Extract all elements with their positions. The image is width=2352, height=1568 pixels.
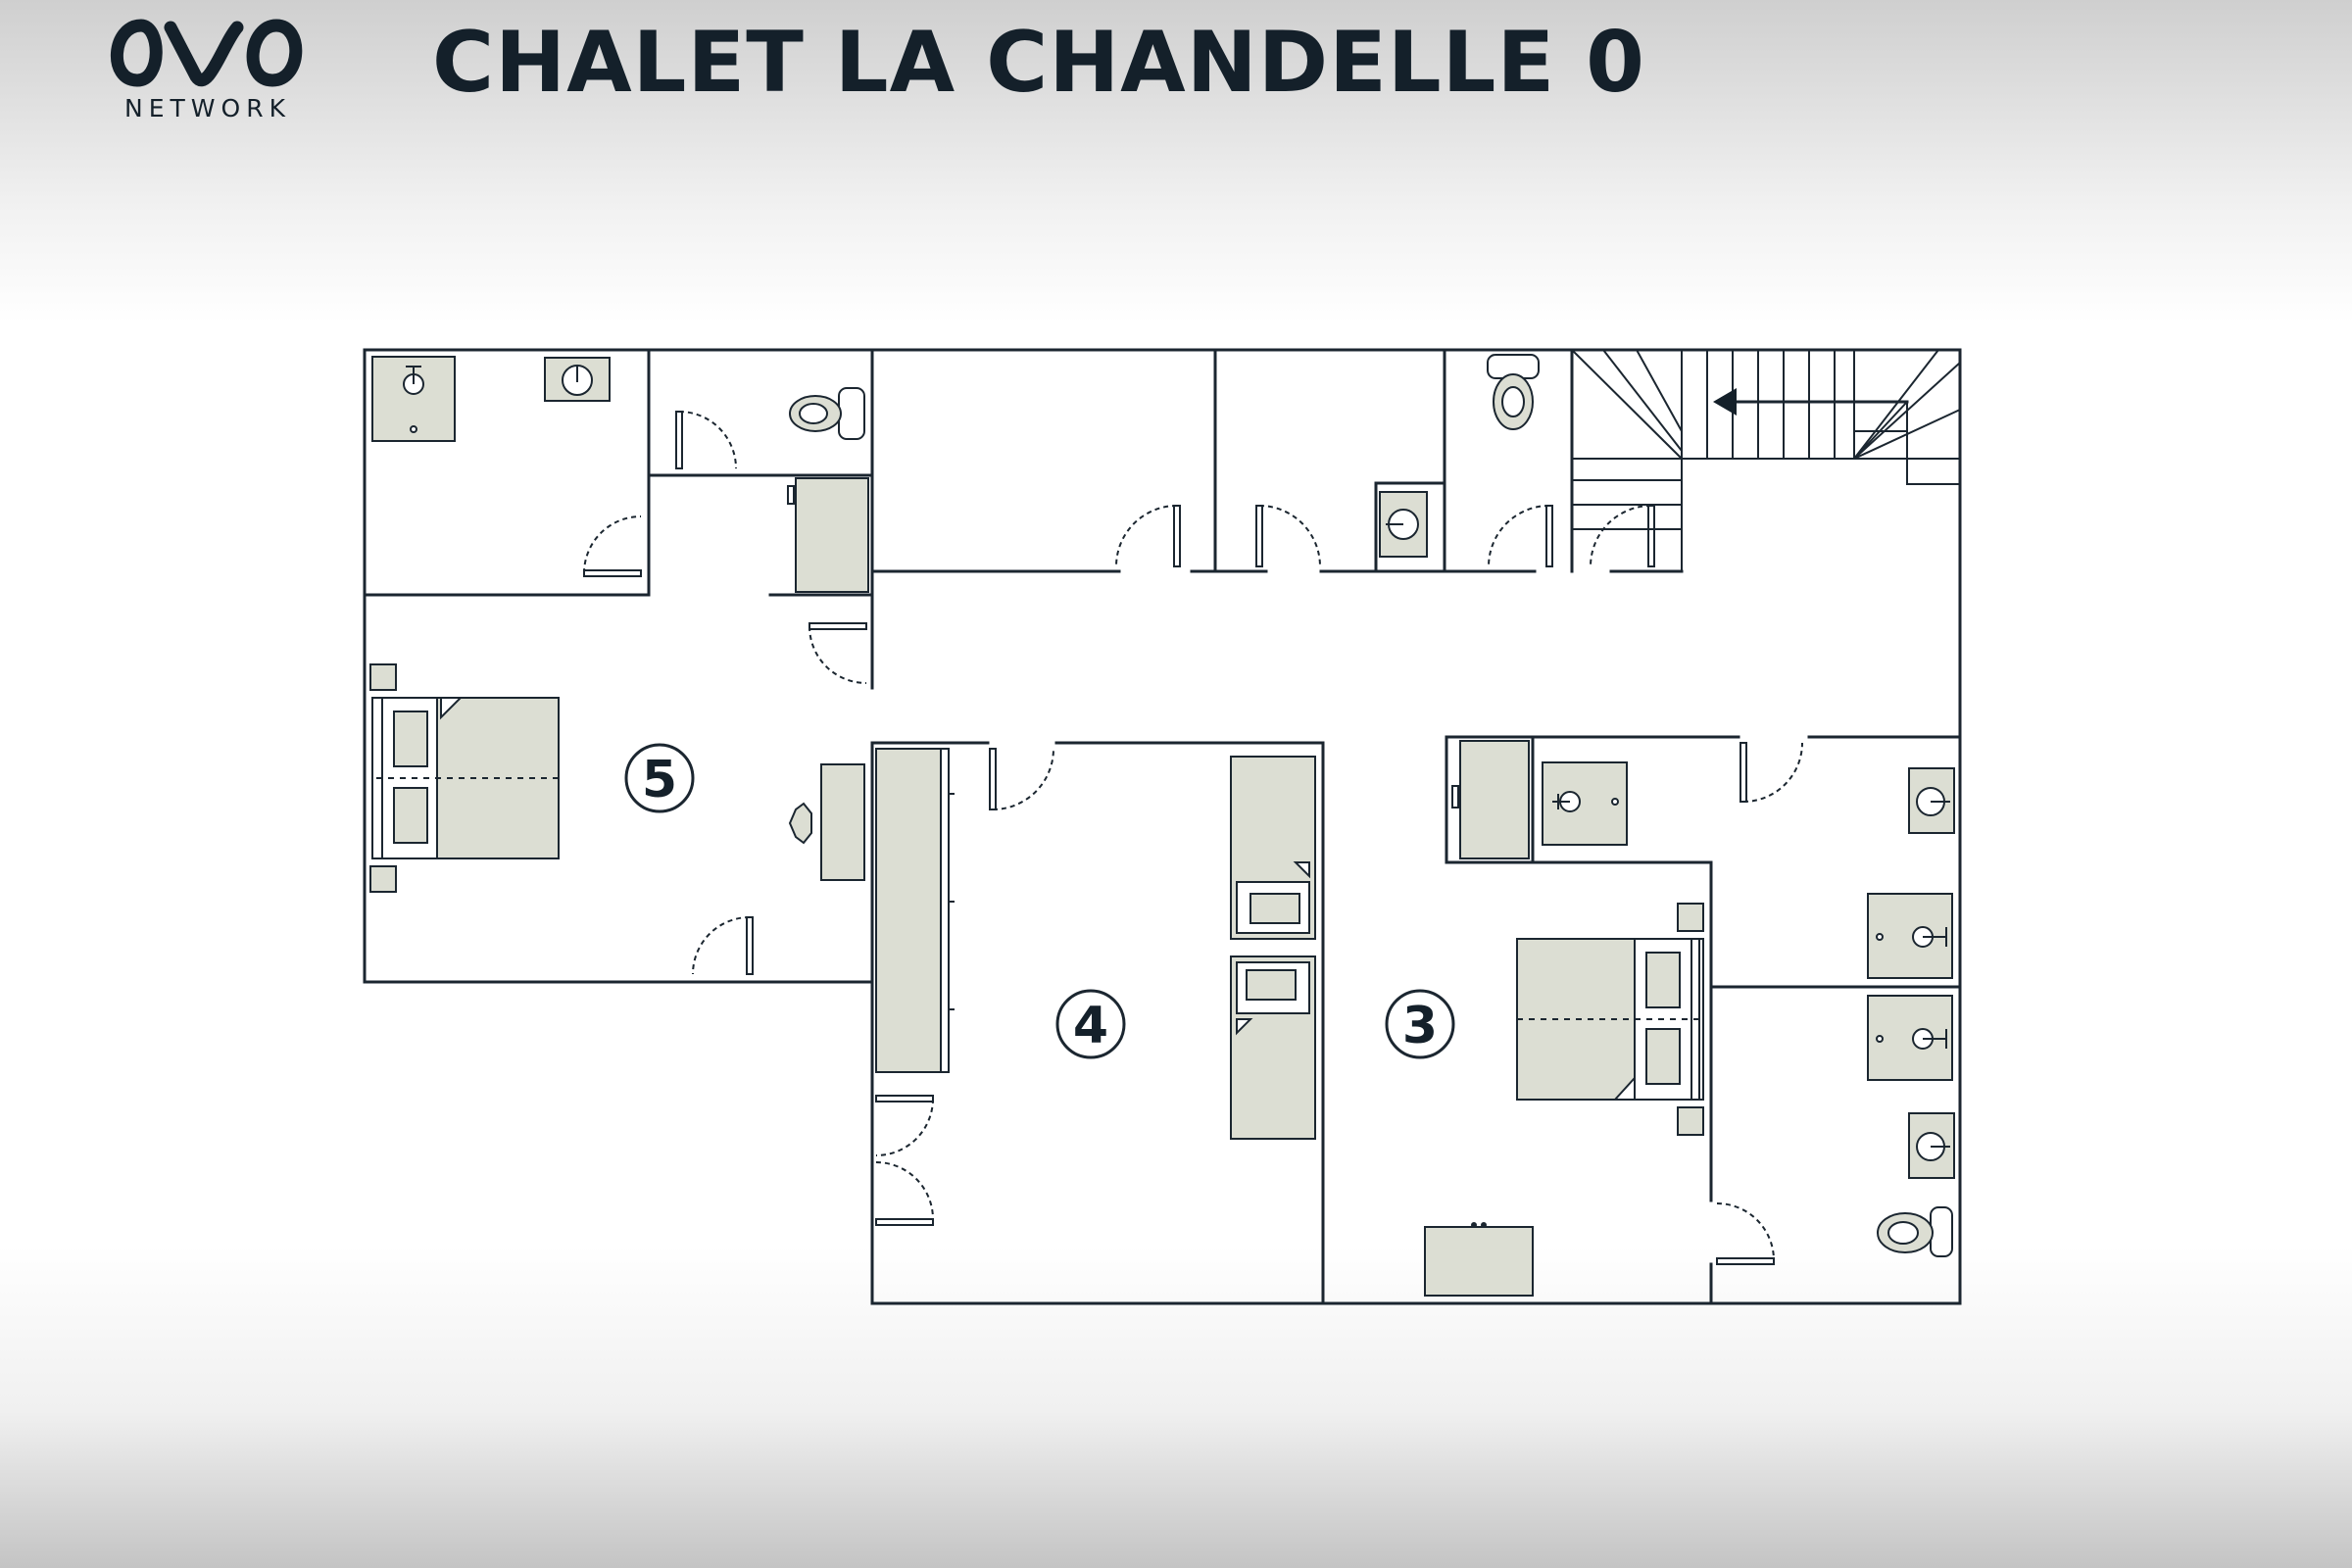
room-number: 4 <box>1073 997 1108 1055</box>
logo-text: NETWORK <box>124 94 291 122</box>
page-title: CHALET LA CHANDELLE 0 <box>432 14 1645 112</box>
logo-mark-icon <box>110 19 303 87</box>
wardrobe <box>875 748 955 1073</box>
door <box>1590 505 1655 567</box>
vanity <box>1451 740 1530 859</box>
doors <box>583 411 1803 1265</box>
stairs-arrow-icon <box>1713 388 1737 416</box>
door <box>1740 742 1803 803</box>
bed-icon <box>1230 956 1316 1140</box>
bed-icon <box>1230 756 1316 940</box>
nightstand <box>369 865 397 893</box>
room-number: 3 <box>1402 997 1438 1055</box>
sink-icon <box>544 357 611 402</box>
door <box>1716 1202 1775 1265</box>
door <box>875 1161 934 1226</box>
door <box>808 622 867 684</box>
dresser <box>1424 1222 1534 1297</box>
door <box>675 411 737 469</box>
outer-walls <box>363 348 1962 1305</box>
desk <box>788 763 865 881</box>
shower-icon <box>1542 761 1628 846</box>
door <box>875 1095 934 1156</box>
door <box>692 916 754 975</box>
room-number: 5 <box>642 751 677 809</box>
sink-icon <box>1379 491 1428 558</box>
door <box>1488 505 1553 567</box>
nightstand <box>369 663 397 691</box>
room-label-5: 5 <box>624 743 695 813</box>
bed-icon <box>1516 938 1704 1101</box>
toilet-icon <box>1487 354 1540 430</box>
shower-icon <box>1867 893 1953 979</box>
door <box>1255 505 1321 567</box>
ovo-network-logo: NETWORK <box>102 14 314 122</box>
toilet-icon <box>789 387 865 440</box>
door <box>1115 505 1181 567</box>
toilet-icon <box>1877 1206 1953 1257</box>
sink-icon <box>1908 1112 1955 1179</box>
shower-icon <box>371 356 456 442</box>
door <box>989 748 1054 810</box>
bed-icon <box>371 697 560 859</box>
staircase <box>1571 349 1961 571</box>
shower-icon <box>1867 995 1953 1081</box>
room-label-3: 3 <box>1385 989 1455 1059</box>
interior-walls <box>363 348 1962 1305</box>
nightstand <box>1677 903 1704 932</box>
nightstand <box>1677 1106 1704 1136</box>
door <box>583 515 642 577</box>
room-label-4: 4 <box>1055 989 1126 1059</box>
vanity <box>787 477 869 593</box>
sink-icon <box>1908 767 1955 834</box>
